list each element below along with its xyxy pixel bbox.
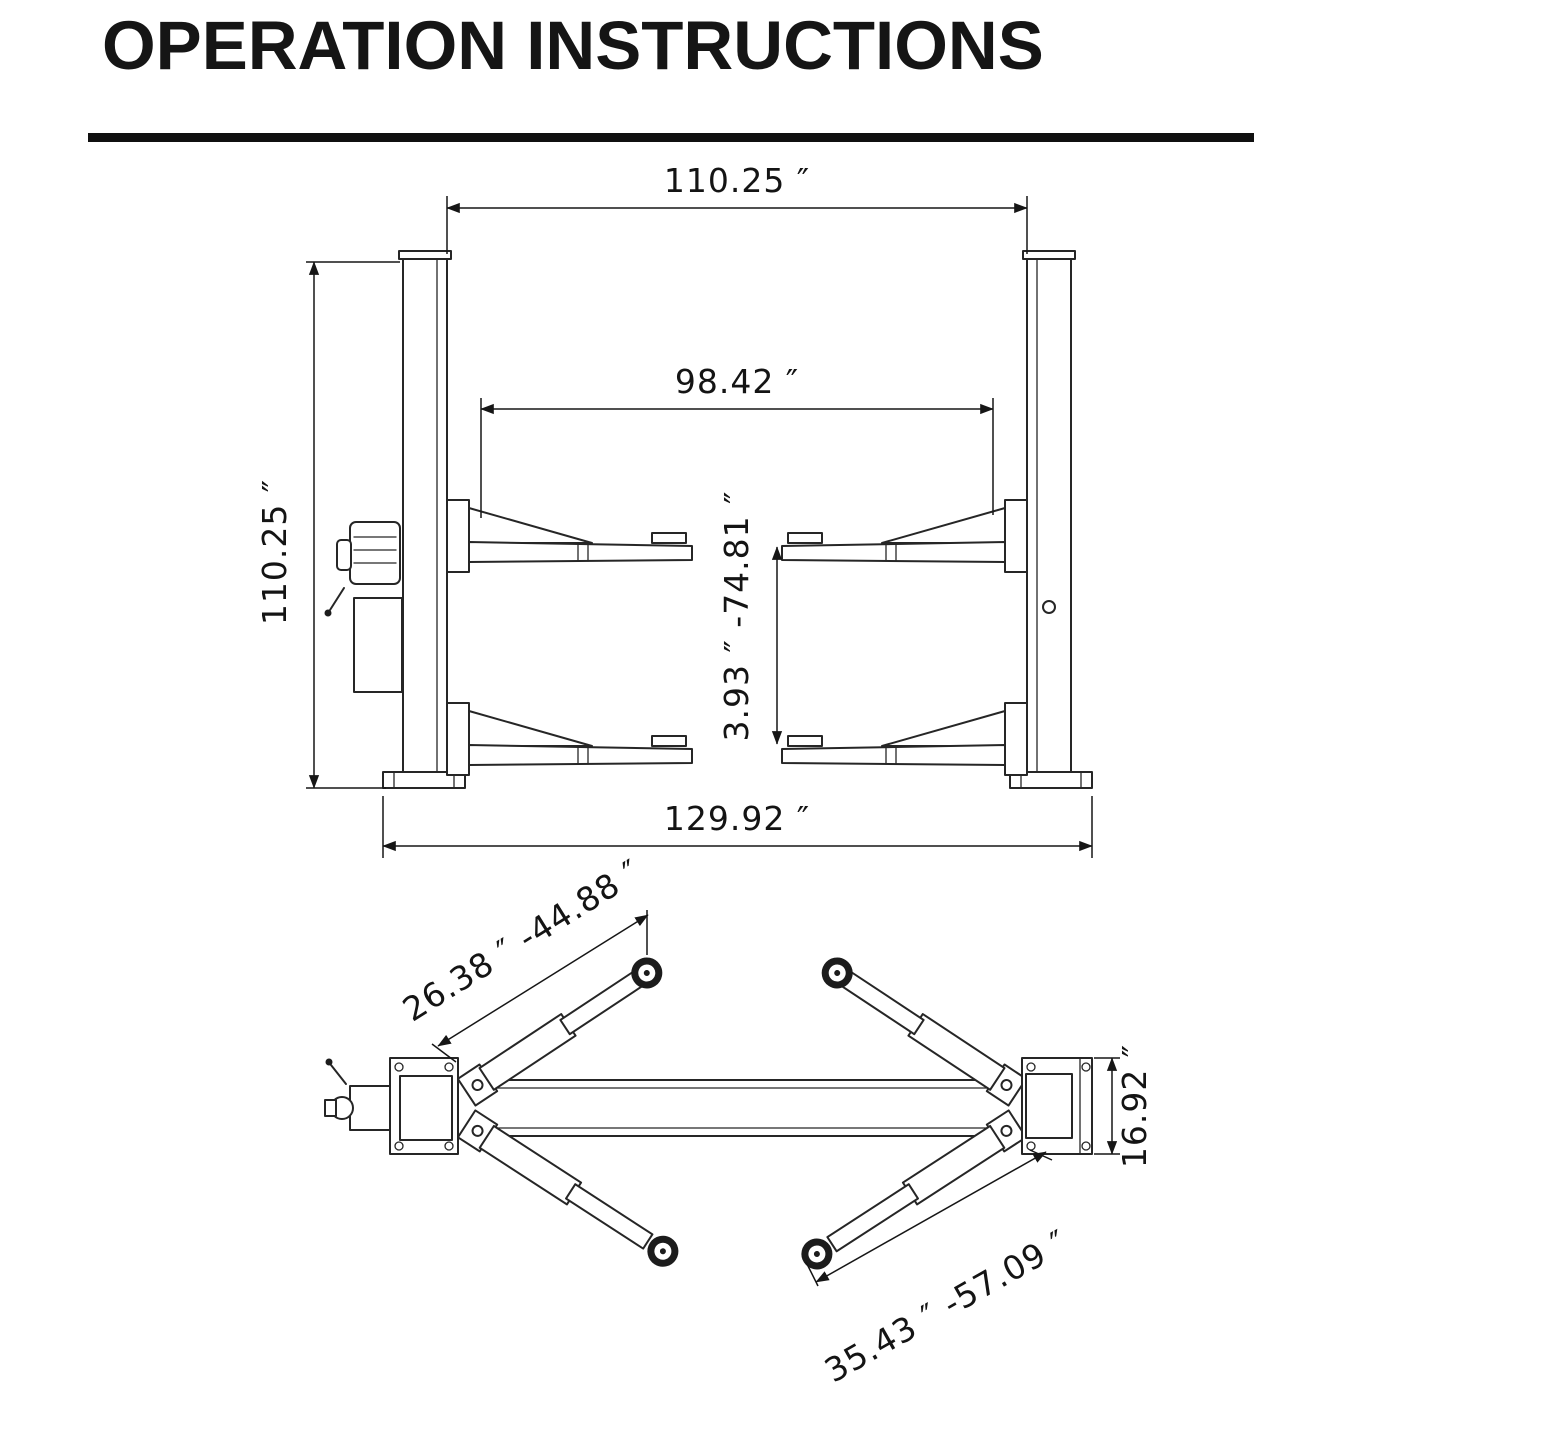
arm-bar (781, 744, 1006, 766)
plan-left-column (324, 1057, 459, 1155)
plan-arm-lower-left (456, 1109, 679, 1267)
arm-bar (468, 744, 693, 766)
dim-long-arm-range-label: 35.43 ″ -57.09 ″ (818, 1222, 1075, 1390)
plan-arm-upper-right (821, 957, 1028, 1107)
oil-tank (353, 597, 403, 693)
gusset (468, 710, 593, 747)
dim-carriage-plate-depth-label: 16.92 ″ (1115, 1044, 1154, 1168)
dim-inner-clearance-width: 110.25 ″ (446, 161, 1028, 254)
arm-telescope-segment (826, 1183, 919, 1253)
motor-cap (336, 539, 352, 571)
lift-pad (787, 735, 823, 747)
dim-drive-through-width: 98.42 ″ (480, 362, 994, 518)
right-carriage (1025, 1073, 1073, 1139)
base-plates (382, 771, 1093, 789)
dim-overall-base-width-label: 129.92 ″ (664, 799, 810, 838)
front-arm-raised-left (446, 499, 693, 573)
page-title: OPERATION INSTRUCTIONS (102, 7, 1044, 84)
release-handle (329, 587, 345, 611)
anchor-bolt (1081, 1141, 1091, 1151)
gusset (468, 507, 593, 544)
carriage (446, 702, 470, 776)
front-arm-raised-right (781, 499, 1028, 573)
anchor-bolt (444, 1062, 454, 1072)
dim-drive-through-width-label: 98.42 ″ (675, 362, 799, 401)
plan-release-handle (330, 1064, 347, 1085)
extension-line (431, 1043, 457, 1063)
anchor-bolt (394, 1141, 404, 1151)
dim-pad-height-range-label: 3.93 ″ -74.81 ″ (717, 491, 756, 742)
left-column (398, 250, 452, 789)
motor (349, 521, 401, 585)
arm-base-segment (907, 1013, 1006, 1091)
arm-telescope-segment (559, 971, 643, 1036)
lift-pad (651, 532, 687, 544)
arm-pivot-pin (1000, 1124, 1013, 1137)
anchor-bolt (1081, 1062, 1091, 1072)
arm-bar (468, 541, 693, 563)
right-column-body (1026, 257, 1072, 789)
left-column-body (402, 257, 448, 789)
dim-pad-height-range: 3.93 ″ -74.81 ″ (717, 491, 783, 745)
front-arm-lowered-right (781, 702, 1028, 776)
dimension-line (815, 1151, 1047, 1283)
title-divider (88, 133, 1254, 142)
front-arm-lowered-left (446, 702, 693, 776)
arm-pivot-pin (1000, 1079, 1013, 1092)
right-column (1022, 250, 1076, 789)
dim-inner-clearance-width-label: 110.25 ″ (664, 161, 810, 200)
arm-telescope-segment (565, 1183, 654, 1250)
arm-base-segment (478, 1124, 583, 1206)
carriage (1004, 702, 1028, 776)
left-carriage (399, 1075, 453, 1141)
carriage (1004, 499, 1028, 573)
dimension-line (437, 914, 649, 1047)
right-column-hole (1042, 600, 1056, 614)
arm-base-segment (901, 1124, 1006, 1206)
gusset (881, 710, 1006, 747)
top-view: 26.38 ″ -44.88 ″ 35.43 ″ -57.09 ″ 16.92 … (324, 851, 1154, 1390)
lift-pad (651, 735, 687, 747)
lift-pad (787, 532, 823, 544)
dim-overall-base-width: 129.92 ″ (382, 796, 1093, 858)
arm-bar (781, 541, 1006, 563)
front-view: 110.25 ″ 98.42 ″ 110.25 ″ 3.93 ″ -74.81 … (255, 161, 1093, 858)
arm-base-segment (478, 1013, 577, 1091)
left-base-plate (382, 771, 466, 789)
gusset (881, 507, 1006, 544)
dim-short-arm-range: 26.38 ″ -44.88 ″ (396, 851, 649, 1063)
anchor-bolt (1026, 1062, 1036, 1072)
plan-motor-fitting (324, 1099, 337, 1117)
arm-telescope-segment (841, 971, 925, 1036)
arm-pivot-pin (471, 1124, 484, 1137)
plan-release-knob (325, 1058, 333, 1066)
anchor-bolt (394, 1062, 404, 1072)
dim-carriage-plate-depth: 16.92 ″ (1094, 1044, 1154, 1168)
dim-column-height: 110.25 ″ (255, 261, 400, 789)
arm-pivot-pin (471, 1079, 484, 1092)
release-handle-knob (324, 609, 332, 617)
power-unit (324, 521, 403, 693)
floor-beam (457, 1079, 1023, 1137)
right-base-plate (1009, 771, 1093, 789)
plan-motor (349, 1085, 391, 1131)
arm-pad-center (659, 1248, 666, 1255)
dim-column-height-label: 110.25 ″ (255, 479, 294, 625)
carriage (446, 499, 470, 573)
arm-pad-center (834, 969, 841, 976)
left-column-cap (398, 250, 452, 260)
plan-right-column (1021, 1057, 1093, 1155)
anchor-bolt (444, 1141, 454, 1151)
right-column-cap (1022, 250, 1076, 260)
